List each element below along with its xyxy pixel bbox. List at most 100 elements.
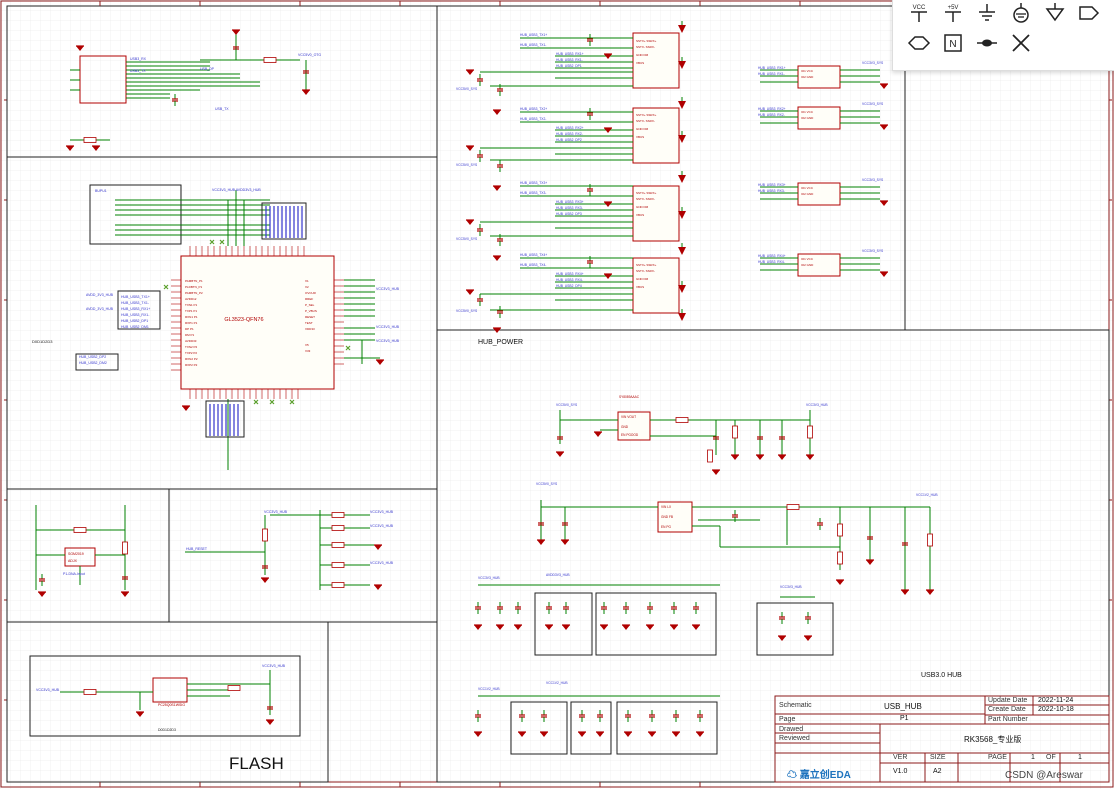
svg-text:TXN2 P2: TXN2 P2 [185,345,198,349]
svg-text:VCC5V0_SYS: VCC5V0_SYS [456,309,478,313]
usb30-hub-title: USB3.0 HUB [921,672,962,679]
svg-text:HUB_USB3_RX2+: HUB_USB3_RX2+ [758,107,786,111]
svg-text:HUB_USB3_TX4+: HUB_USB3_TX4+ [520,253,547,257]
svg-text:SSTX- SSRX-: SSTX- SSRX- [636,197,655,201]
flash-section-title: FLASH [229,754,284,773]
svg-text:USB3_TX: USB3_TX [130,69,146,73]
svg-text:DP P1: DP P1 [185,327,194,331]
svg-text:VCC3V3_HUB AVDD3V3_HUB: VCC3V3_HUB AVDD3V3_HUB [212,188,261,192]
svg-text:VIN VOUT: VIN VOUT [621,415,636,419]
earth-ground-symbol-button[interactable] [1007,0,1035,26]
no-connect-button[interactable] [1007,30,1035,56]
svg-text:SSTX- SSRX-: SSTX- SSRX- [636,45,655,49]
net-label-icon: N [944,34,962,52]
tb-of-value: 1 [1078,754,1082,761]
svg-text:VCC3V3_HUB: VCC3V3_HUB [262,664,286,668]
vcc-symbol-button[interactable]: VCC [905,0,933,26]
svg-text:IO1 VCC: IO1 VCC [801,257,814,261]
earth-ground-icon [1013,3,1029,23]
svg-text:P_VBUS: P_VBUS [305,309,317,313]
svg-text:AVDD_3V3_HUB: AVDD_3V3_HUB [86,307,114,311]
svg-text:VBUS: VBUS [636,61,644,65]
vcc-label: VCC [913,5,926,11]
net-label-letter: N [949,39,956,50]
svg-text:HUB_USB3_RX3+: HUB_USB3_RX3+ [758,183,786,187]
svg-text:SSTX+ SSRX+: SSTX+ SSRX+ [636,191,657,195]
svg-text:GND DM: GND DM [636,53,649,57]
tb-page-num-label: PAGE [988,754,1007,761]
svg-text:VDD33: VDD33 [305,327,315,331]
svg-text:VCC5V0_SYS: VCC5V0_SYS [556,403,578,407]
svg-text:AVDD3V3_HUB: AVDD3V3_HUB [546,573,570,577]
svg-text:GND DM: GND DM [636,127,649,131]
svg-text:HUB_USB3_TX2+: HUB_USB3_TX2+ [520,107,547,111]
svg-text:HUB_USB3_TX1+: HUB_USB3_TX1+ [121,295,150,299]
svg-text:USB_DP: USB_DP [200,67,215,71]
svg-text:GND DM: GND DM [636,205,649,209]
tb-reviewed-label: Reviewed [779,735,810,742]
ground-symbol-button[interactable] [973,0,1001,26]
svg-text:VCC3V3_SYS: VCC3V3_SYS [862,61,884,65]
junction-icon [977,39,997,47]
logo-text: 嘉立创EDA [799,770,851,781]
svg-text:DM P1: DM P1 [185,333,195,337]
svg-text:RREF: RREF [305,297,313,301]
svg-text:PAMBTN_P2: PAMBTN_P2 [185,291,203,295]
svg-text:AVDD_3V3_HUB: AVDD_3V3_HUB [86,293,114,297]
svg-text:HUB_USB3_TX4-: HUB_USB3_TX4- [520,263,546,267]
svg-text:SSTX- SSRX-: SSTX- SSRX- [636,119,655,123]
svg-text:HUB_USB2_DP2: HUB_USB2_DP2 [79,355,106,359]
analog-ground-symbol-button[interactable] [1041,0,1069,26]
svg-text:VCC3V3_SYS: VCC3V3_SYS [862,249,884,253]
svg-text:VCC3V3_HUB: VCC3V3_HUB [370,561,394,565]
svg-text:P1-DNA-Input: P1-DNA-Input [63,572,85,576]
junction-button[interactable] [973,30,1001,56]
svg-text:VBUS: VBUS [636,135,644,139]
svg-text:PAMBTN_P1: PAMBTN_P1 [185,279,203,283]
svg-text:RXN2 P2: RXN2 P2 [185,357,198,361]
svg-text:ADJX: ADJX [68,559,78,563]
svg-text:TEST: TEST [305,321,313,325]
svg-text:HUB_USB2_DP1: HUB_USB2_DP1 [556,64,582,68]
svg-text:VCC3V3_HUB: VCC3V3_HUB [478,576,500,580]
svg-text:RXN1 P1: RXN1 P1 [185,315,198,319]
svg-text:VCC3V3_HUB: VCC3V3_HUB [780,585,802,589]
svg-text:TXN1 P1: TXN1 P1 [185,303,198,307]
plus5v-symbol-button[interactable]: +5V [939,0,967,26]
svg-text:V33: V33 [305,349,311,353]
symbol-toolbar: VCC +5V N [892,0,1114,71]
net-port-right-button[interactable] [1075,0,1103,26]
svg-text:USB3_RX: USB3_RX [130,57,147,61]
svg-text:HUB_USB3_RX2-: HUB_USB3_RX2- [758,113,785,117]
svg-text:IO2 GND: IO2 GND [801,116,814,120]
tb-page-num-value: 1 [1031,754,1035,761]
svg-text:VCC3V3_HUB: VCC3V3_HUB [806,403,828,407]
svg-text:IO2 GND: IO2 GND [801,75,814,79]
svg-text:SSTX+ SSRX+: SSTX+ SSRX+ [636,113,657,117]
tb-project-value: RK3568_专业版 [964,735,1022,744]
svg-text:HUB_USB3_RX1-: HUB_USB3_RX1- [556,58,583,62]
svg-text:HUB_USB3_RX4+: HUB_USB3_RX4+ [758,254,786,258]
svg-text:USB_TX: USB_TX [215,107,229,111]
svg-text:SSTX+ SSRX+: SSTX+ SSRX+ [636,263,657,267]
svg-text:HUB_USB3_TX3-: HUB_USB3_TX3- [520,191,546,195]
net-label-button[interactable]: N [939,30,967,56]
svg-text:RXP2 P2: RXP2 P2 [185,363,198,367]
net-port-bidir-button[interactable] [905,30,933,56]
svg-text:HUB_USB3_RX2-: HUB_USB3_RX2- [556,132,583,136]
plus5v-icon: +5V [945,5,961,22]
svg-text:GND FB: GND FB [661,515,673,519]
svg-text:VBUS: VBUS [636,213,644,217]
frame-ticks [99,1,801,787]
tb-of-label: OF [1046,754,1056,761]
svg-text:AVDD33: AVDD33 [185,339,197,343]
svg-text:VCC3V3_HUB: VCC3V3_HUB [264,510,288,514]
vcc-icon: VCC [911,5,927,22]
svg-text:EN PG: EN PG [661,525,671,529]
svg-text:HUB_USB2_DM1: HUB_USB2_DM1 [121,325,149,329]
svg-text:HUB_USB3_RX4-: HUB_USB3_RX4- [758,260,785,264]
svg-text:HUB_USB3_TX3+: HUB_USB3_TX3+ [520,181,547,185]
